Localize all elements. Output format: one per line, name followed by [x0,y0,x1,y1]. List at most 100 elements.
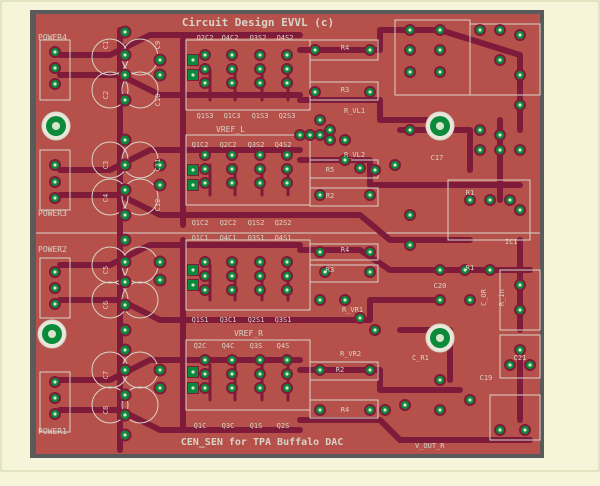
silk-label: R2 [326,192,334,200]
pad-hole [478,28,482,32]
pad-hole [123,348,127,352]
resistor-label: R_VL1 [344,107,365,115]
pad-hole [468,198,472,202]
silk-outline [309,361,379,381]
board-footer: CEN_SEN for TPA Buffalo DAC [181,437,344,448]
pad-hole [158,368,162,372]
vref-right-label: VREF_R [234,329,263,338]
silk-outline [447,179,531,241]
silk-outline [309,159,379,179]
silk-label: C8 [102,406,110,414]
pad-hole [285,260,289,264]
pad-hole [285,67,289,71]
silk-label: Q4S2 [275,141,292,149]
pad-hole [498,428,502,432]
pad-hole [393,163,397,167]
pad-hole [123,328,127,332]
silk-label: Q3C1 [220,316,237,324]
pad-hole [123,238,127,242]
pad-hole [488,198,492,202]
pad-hole [408,128,412,132]
pad-hole [158,386,162,390]
silk-label: Q4C2 [222,34,239,42]
pad-hole [368,368,372,372]
capacitor-outline [121,386,159,424]
pad-hole [53,396,57,400]
copper-trace [437,27,523,58]
component-pads [37,24,536,442]
connector-label: POWER4 [38,33,67,42]
pad-hole [343,298,347,302]
copper-trace [297,367,463,393]
pad-hole [191,58,195,62]
silk-label: Q4S1 [275,234,292,242]
pad-hole [203,181,207,185]
silk-label: Q1C2 [192,219,209,227]
pad-hole [191,168,195,172]
copper-trace [297,212,473,243]
silk-label: R1 [466,189,474,197]
pad-hole [285,288,289,292]
silk-label: Q2S2 [275,219,292,227]
silk-label: C11 [154,159,162,172]
connector-label: POWER1 [38,427,67,436]
silk-label: Q4S2 [277,34,294,42]
copper-trace [57,72,303,98]
pad-hole [285,386,289,390]
silk-label: R2 [336,366,344,374]
silk-label: Q1C1 [192,234,209,242]
silk-outline [469,23,541,96]
pad-hole [438,378,442,382]
copper-trace [57,407,303,433]
pad-hole [498,28,502,32]
pad-hole [203,358,207,362]
silk-label: Q1C3 [224,112,241,120]
pad-hole [518,348,522,352]
board-title: Circuit Design EVVL (c) [182,16,334,29]
silk-outline [185,239,311,311]
pad-hole [528,363,532,367]
pad-hole [123,260,127,264]
mounting-hole-drill [48,330,56,338]
silk-label: Q2S1 [248,316,265,324]
silk-label: Q1S3 [252,112,269,120]
silk-label: C9 [154,41,162,49]
pad-hole [368,408,372,412]
pad-hole [285,53,289,57]
pad-hole [318,368,322,372]
silk-label: Q1C2 [192,141,209,149]
silk-label: Q2S [277,422,290,430]
pad-hole [191,386,195,390]
pad-hole [158,183,162,187]
mounting-hole-drill [436,122,444,130]
pad-hole [123,188,127,192]
resistor-label: R_VR2 [340,350,361,358]
pad-hole [368,193,372,197]
silk-label: C20 [434,282,447,290]
pad-hole [468,298,472,302]
pad-hole [318,408,322,412]
canvas-frame [0,0,600,472]
silk-label: R5 [326,166,334,174]
copper-trace [57,242,303,268]
pad-hole [230,153,234,157]
pad-hole [230,386,234,390]
pad-hole [383,408,387,412]
pad-hole [191,73,195,77]
silk-label: Q3C [222,422,235,430]
pad-hole [230,81,234,85]
pad-hole [191,283,195,287]
pad-hole [498,148,502,152]
copper-trace [397,127,473,173]
silk-label: R1 [466,264,474,272]
pad-hole [285,181,289,185]
pad-hole [203,372,207,376]
silk-outline [309,264,379,283]
pad-hole [123,280,127,284]
copper-trace [57,297,303,323]
silk-label: R3 [326,266,334,274]
pad-hole [203,260,207,264]
mounting-hole-drill [52,122,60,130]
pad-hole [518,73,522,77]
